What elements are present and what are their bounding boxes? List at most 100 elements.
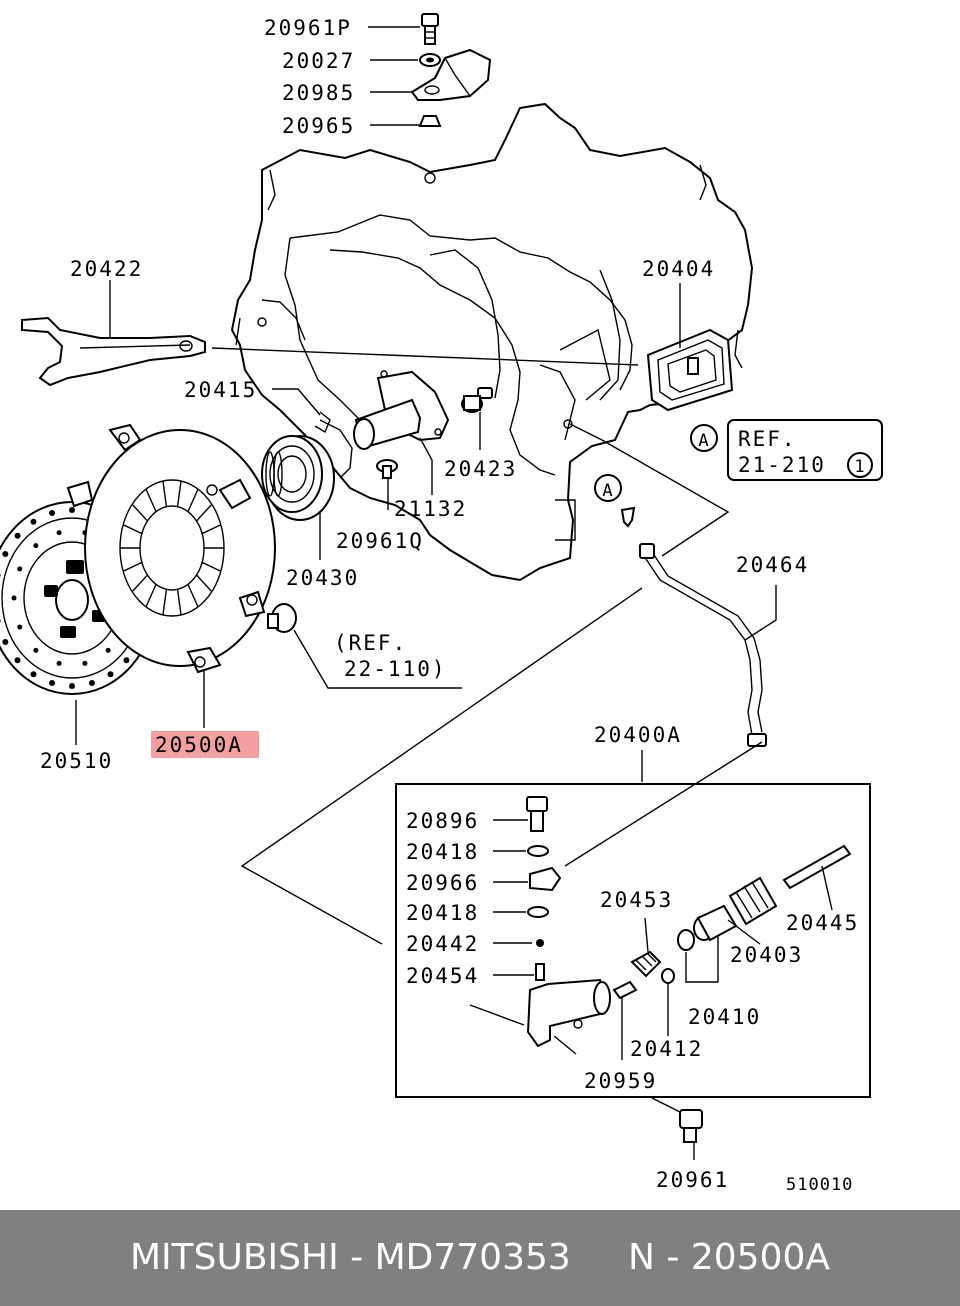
label-20412: 20412 xyxy=(630,1037,703,1061)
disc-hole xyxy=(14,657,21,664)
disc-hole xyxy=(0,618,1,623)
label-20430: 20430 xyxy=(286,566,359,590)
diaphragm-finger xyxy=(122,561,143,572)
disc-rivet xyxy=(33,647,39,653)
diaphragm-finger xyxy=(145,584,157,608)
diaphragm-finger xyxy=(195,503,213,522)
label-20959: 20959 xyxy=(584,1069,657,1093)
pivot-20423 xyxy=(461,387,493,413)
label-20961Q: 20961Q xyxy=(336,529,424,553)
label-20445: 20445 xyxy=(786,911,859,935)
diagram-code: 510010 xyxy=(786,1175,853,1195)
bracket-bolt-20961P xyxy=(421,13,439,45)
disc-hole xyxy=(107,671,114,678)
transmission-housing xyxy=(230,102,754,582)
label-20400A: 20400A xyxy=(594,723,682,747)
diaphragm-finger xyxy=(131,503,149,522)
footer-bar: MITSUBISHI - MD770353 N - 20500A xyxy=(0,1210,960,1306)
release-fork-20422 xyxy=(21,316,206,387)
label-20896: 20896 xyxy=(406,809,479,833)
disc-hole xyxy=(0,573,1,578)
label-20403: 20403 xyxy=(730,943,803,967)
disc-hole xyxy=(2,551,9,557)
marker-a-bottom: A xyxy=(594,474,622,502)
diaphragm-finger xyxy=(122,524,143,535)
diaphragm-finger xyxy=(187,584,199,608)
disc-hole xyxy=(69,507,75,513)
label-20961: 20961 xyxy=(656,1168,729,1192)
release-bearing-20430 xyxy=(261,435,335,521)
diaphragm-finger xyxy=(131,574,149,593)
disc-hole xyxy=(2,639,9,645)
label-20404: 20404 xyxy=(642,257,715,281)
marker-a-top-text: A xyxy=(698,431,709,451)
ref-22-110-line2: 22-110) xyxy=(344,657,447,681)
disc-rivet xyxy=(33,543,39,549)
label-20418-b: 20418 xyxy=(406,901,479,925)
disc-rivet xyxy=(11,595,17,601)
disc-hole xyxy=(88,680,95,687)
ref-box-21-210: REF. 21-210 1 xyxy=(727,419,883,481)
boot-20404 xyxy=(646,328,734,412)
spring-clip-20415 xyxy=(314,411,331,434)
ref-box-circle-text: 1 xyxy=(854,457,865,477)
part-labels: 20961P 20027 20985 20965 20422 20404 204… xyxy=(40,16,859,1195)
diaphragm-finger xyxy=(176,589,182,616)
disc-hole xyxy=(14,532,21,539)
diaphragm-finger xyxy=(195,574,213,593)
ref-box-line2: 21-210 xyxy=(738,453,826,477)
label-20423: 20423 xyxy=(444,457,517,481)
label-20027: 20027 xyxy=(282,49,355,73)
parts-diagram: A REF. 21-210 1 A (REF. 22-110) 20961P 2… xyxy=(0,13,883,1195)
disc-hole xyxy=(123,657,130,664)
disc-rivet xyxy=(105,647,111,653)
diaphragm-finger xyxy=(201,561,222,572)
diaphragm-finger xyxy=(162,589,168,616)
label-20410: 20410 xyxy=(688,1005,761,1029)
label-21132: 21132 xyxy=(394,497,467,521)
footer-gap xyxy=(571,1237,628,1278)
label-20415: 20415 xyxy=(184,378,257,402)
disc-rivet xyxy=(17,566,23,572)
marker-a-bottom-text: A xyxy=(602,481,613,501)
footer-separator-1: - xyxy=(338,1237,375,1278)
label-20985: 20985 xyxy=(282,81,355,105)
footer-ref-code: 20500A xyxy=(690,1237,831,1278)
footer-brand: MITSUBISHI xyxy=(129,1237,339,1278)
label-20965: 20965 xyxy=(282,114,355,138)
label-20500A: 20500A xyxy=(155,733,243,757)
label-20454: 20454 xyxy=(406,964,479,988)
disc-rivet xyxy=(56,660,62,666)
label-20442: 20442 xyxy=(406,932,479,956)
diaphragm-finger xyxy=(187,488,199,512)
bracket-20985 xyxy=(410,48,492,101)
footer-separator-2: - xyxy=(654,1237,691,1278)
diaphragm-finger xyxy=(145,488,157,512)
disc-hole xyxy=(49,680,56,687)
disc-rivet xyxy=(56,530,62,536)
leader-lines xyxy=(75,26,777,1113)
clutch-cover-20500A xyxy=(66,423,276,674)
disc-hole xyxy=(30,518,37,525)
disc-hole xyxy=(30,671,37,678)
footer-ref-prefix: N xyxy=(628,1237,655,1278)
marker-a-top: A xyxy=(690,424,718,452)
label-20966: 20966 xyxy=(406,871,479,895)
washer-20027 xyxy=(419,53,441,67)
disc-hole xyxy=(69,683,75,689)
label-20422: 20422 xyxy=(70,257,143,281)
clutch-tube-20464 xyxy=(620,506,767,747)
footer-part-number: MD770353 xyxy=(374,1237,571,1278)
label-20961P: 20961P xyxy=(264,16,352,40)
disc-rivet xyxy=(17,624,23,630)
disc-rivet xyxy=(82,660,88,666)
label-20464: 20464 xyxy=(736,553,809,577)
cover-bolt-ref xyxy=(267,603,297,633)
ref-box-line1: REF. xyxy=(738,427,797,451)
label-20510: 20510 xyxy=(40,749,113,773)
ref-22-110-line1: (REF. xyxy=(334,631,407,655)
diaphragm-finger xyxy=(162,480,168,507)
guide-sleeve-21132 xyxy=(353,370,450,450)
label-20453: 20453 xyxy=(600,888,673,912)
disc-hole xyxy=(49,509,56,516)
